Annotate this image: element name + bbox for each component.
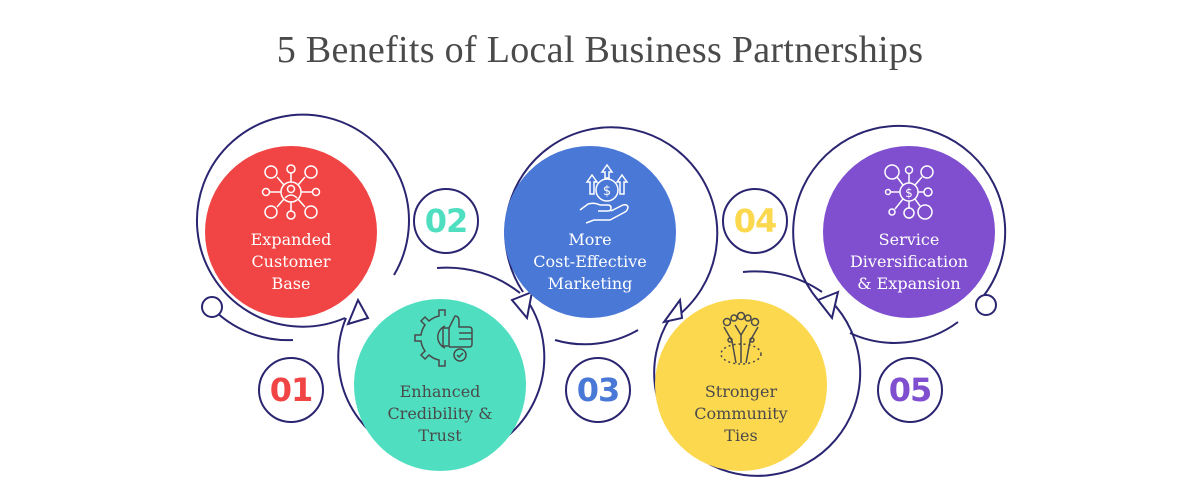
benefit-label-5: Service Diversification & Expansion bbox=[824, 229, 994, 295]
customer-network-icon bbox=[261, 164, 321, 220]
label-line: Customer bbox=[251, 252, 331, 271]
ring-5 bbox=[792, 124, 1007, 301]
circle-1 bbox=[205, 146, 377, 318]
page-title: 5 Benefits of Local Business Partnership… bbox=[276, 29, 924, 71]
number-badge-03: 03 bbox=[576, 371, 621, 409]
hand-dollar-growth-icon: $ bbox=[579, 163, 629, 224]
label-line: Credibility & bbox=[387, 404, 493, 423]
label-line: Cost-Effective bbox=[533, 252, 647, 271]
benefit-label-1: Expanded Customer Base bbox=[206, 229, 376, 295]
label-line: Ties bbox=[724, 426, 758, 445]
ring-4-top bbox=[742, 270, 823, 293]
community-people-icon bbox=[720, 311, 762, 365]
svg-text:$: $ bbox=[603, 184, 611, 199]
arrow-4-icon bbox=[816, 290, 840, 321]
arrowheads bbox=[346, 290, 840, 326]
arrow-1-icon bbox=[346, 297, 370, 326]
label-line: Diversification bbox=[849, 252, 969, 271]
label-line: Trust bbox=[418, 426, 462, 445]
dollar-network-icon: $ bbox=[884, 164, 934, 220]
gear-thumbs-up-icon bbox=[414, 309, 473, 367]
ring-5-bottom bbox=[849, 321, 959, 344]
ring-2-top bbox=[436, 266, 521, 294]
number-badges bbox=[258, 188, 943, 423]
ring-3-bottom bbox=[554, 329, 639, 346]
circle-4 bbox=[655, 299, 827, 471]
start-node-icon bbox=[201, 296, 223, 318]
benefit-label-3: More Cost-Effective Marketing bbox=[505, 229, 675, 295]
benefit-label-4: Stronger Community Ties bbox=[656, 381, 826, 447]
circle-3 bbox=[504, 146, 676, 318]
ring-1 bbox=[196, 113, 410, 328]
svg-text:$: $ bbox=[905, 186, 913, 200]
label-line: Service bbox=[878, 230, 940, 249]
number-badge-05: 05 bbox=[888, 371, 933, 409]
label-line: More bbox=[568, 230, 612, 249]
arrow-3-icon bbox=[661, 297, 684, 324]
label-line: Enhanced bbox=[399, 382, 481, 401]
arrow-2-icon bbox=[510, 290, 534, 321]
label-line: & Expansion bbox=[857, 274, 961, 293]
label-line: Base bbox=[271, 274, 311, 293]
end-node-icon bbox=[975, 294, 997, 316]
label-line: Expanded bbox=[250, 230, 332, 249]
circle-5 bbox=[823, 146, 995, 318]
number-badge-01: 01 bbox=[269, 371, 314, 409]
number-badge-04: 04 bbox=[733, 202, 778, 240]
label-line: Community bbox=[694, 404, 788, 423]
benefit-label-2: Enhanced Credibility & Trust bbox=[355, 381, 525, 447]
label-line: Marketing bbox=[547, 274, 633, 293]
label-line: Stronger bbox=[704, 382, 778, 401]
circle-2 bbox=[354, 299, 526, 471]
number-badge-02: 02 bbox=[424, 202, 469, 240]
